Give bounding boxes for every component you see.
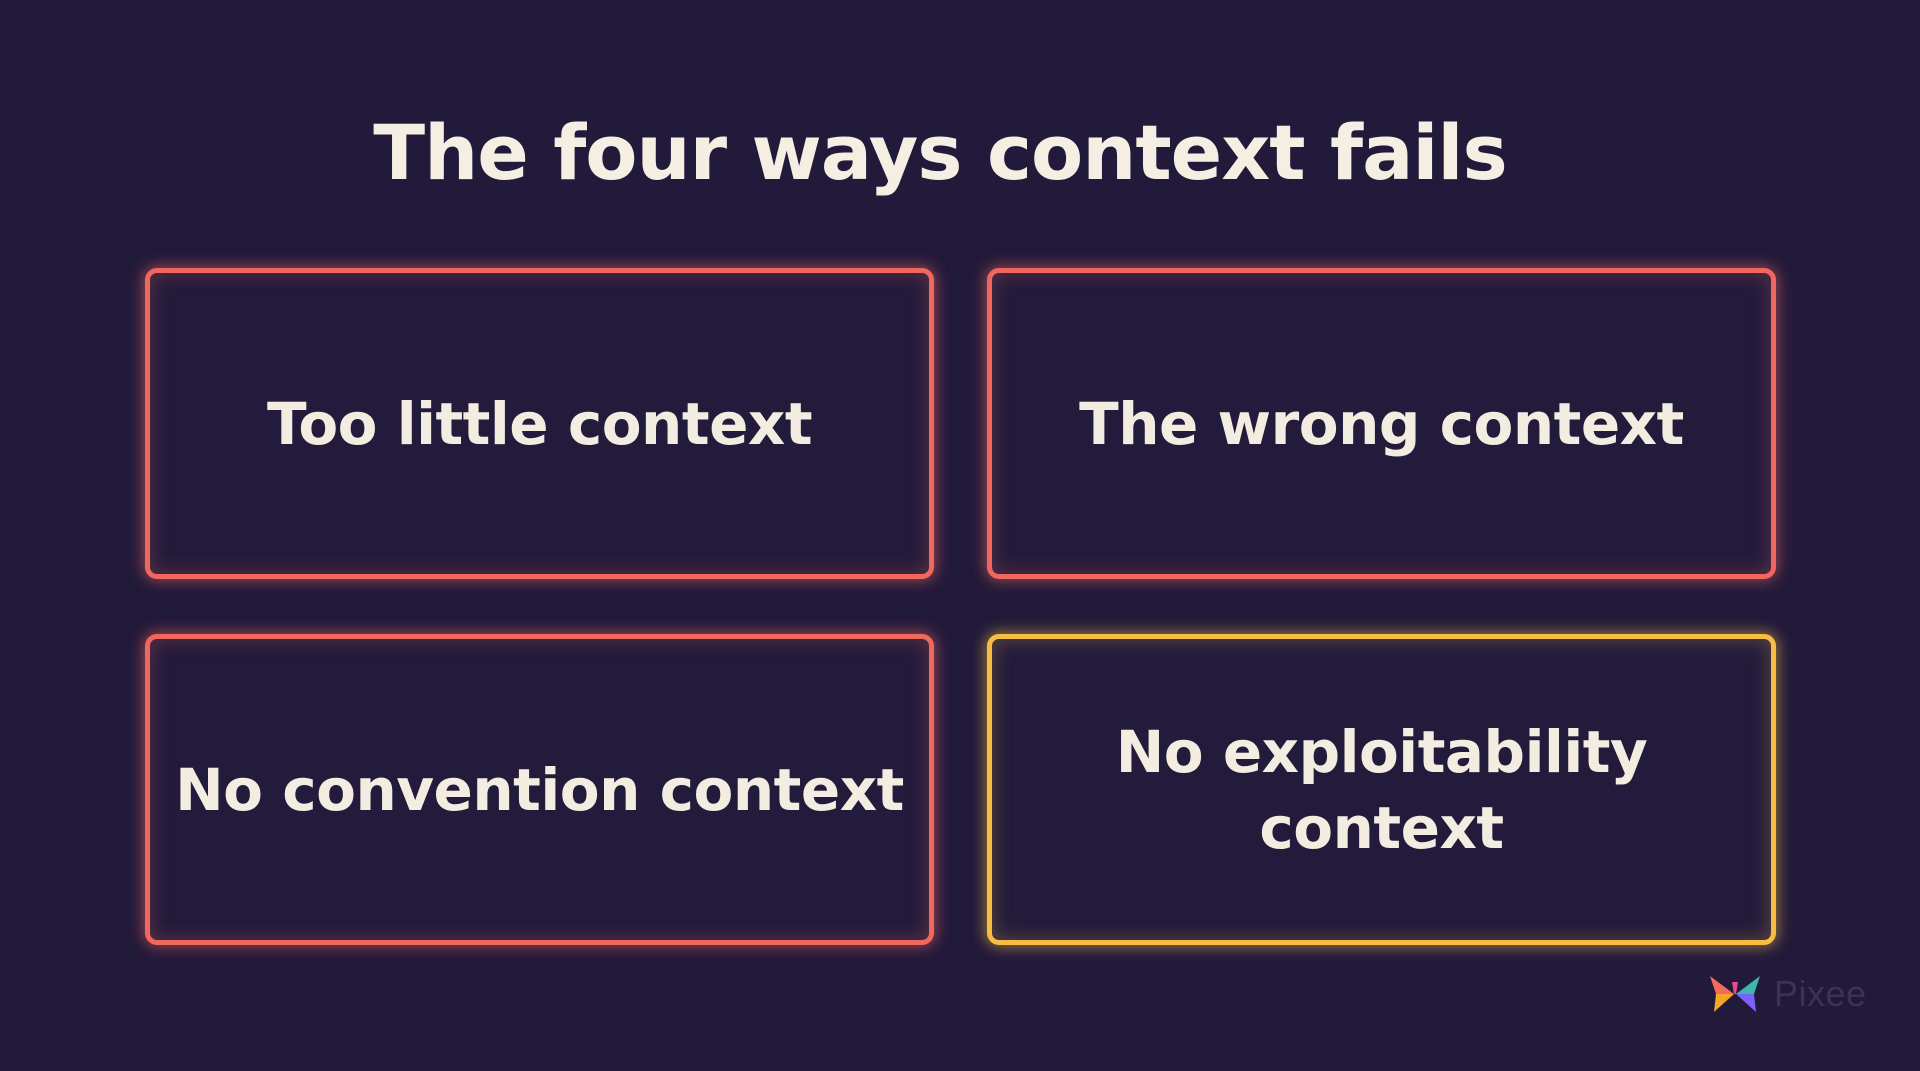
brand-logo: Pixee	[1708, 972, 1867, 1016]
card-wrong-context: The wrong context	[987, 268, 1776, 579]
card-no-convention-context: No convention context	[145, 634, 934, 945]
card-no-exploitability-context: No exploitability context	[987, 634, 1776, 945]
card-label: Too little context	[266, 389, 813, 458]
card-label: No exploitability context	[1115, 717, 1648, 862]
page-title: The four ways context fails	[373, 108, 1507, 197]
brand-name: Pixee	[1774, 973, 1867, 1014]
card-label: No convention context	[175, 755, 904, 824]
butterfly-logo-icon	[1710, 976, 1760, 1012]
card-label: The wrong context	[1079, 389, 1684, 458]
card-too-little-context: Too little context	[145, 268, 934, 579]
